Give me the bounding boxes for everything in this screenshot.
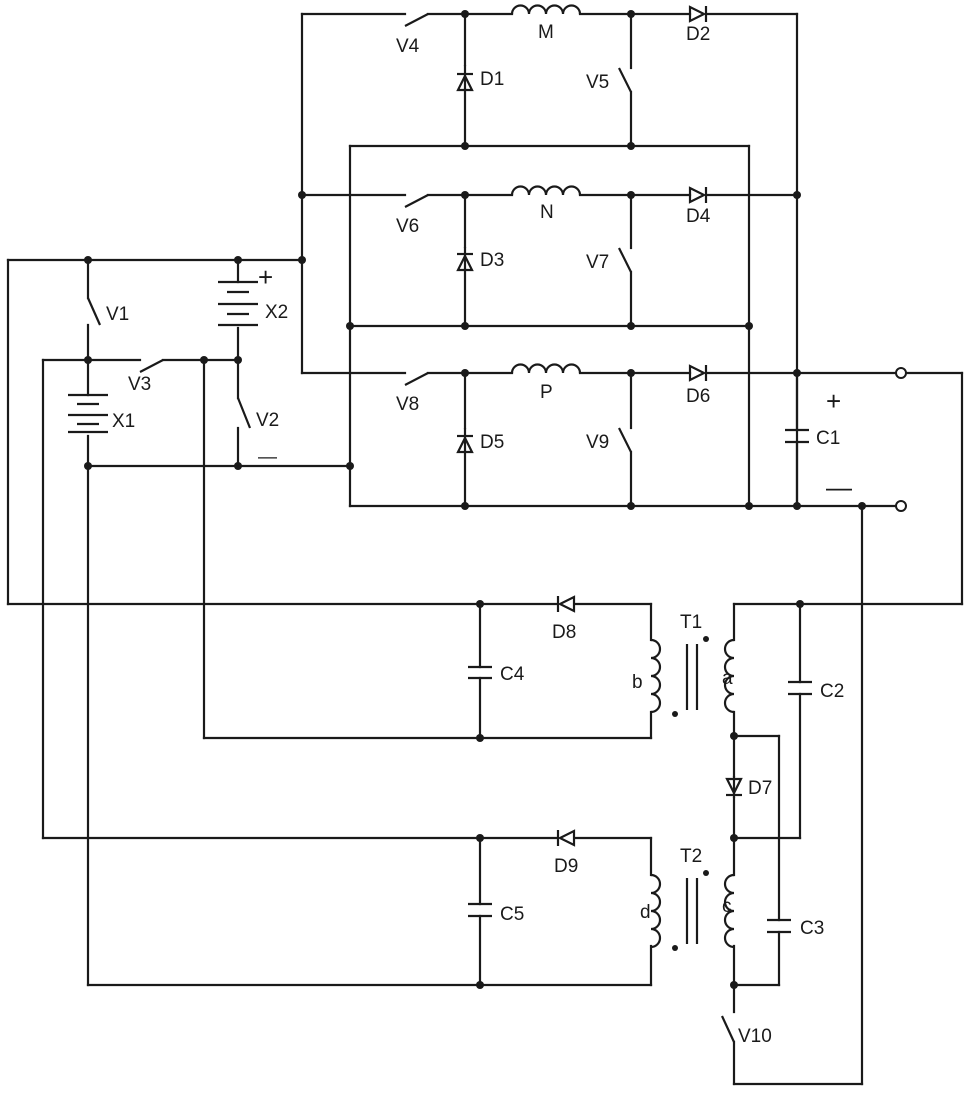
label-d6: D6: [686, 386, 710, 407]
label-a: a: [722, 668, 733, 689]
capacitor-c5: [468, 904, 492, 916]
output-terminal-negative: [896, 501, 906, 511]
winding-d: [651, 875, 660, 947]
inductors: [512, 6, 580, 374]
label-v7: V7: [586, 252, 609, 273]
label-b: b: [632, 672, 643, 693]
diodes: [457, 6, 742, 846]
capacitor-c4: [468, 667, 492, 678]
diode-d6: [690, 365, 706, 381]
label-x1: X1: [112, 411, 135, 432]
switch-v6: [405, 195, 428, 207]
capacitor-c3: [767, 920, 791, 932]
label-d3: D3: [480, 250, 504, 271]
label-c1: C1: [816, 428, 840, 449]
output-minus-sign: —: [826, 472, 852, 502]
batteries: [68, 282, 258, 432]
x2-plus-sign: +: [258, 262, 273, 292]
label-c5: C5: [500, 904, 524, 925]
polarity-dot-d: [672, 945, 678, 951]
label-v1: V1: [106, 304, 129, 325]
inductor-m: [512, 6, 580, 15]
polarity-dot-a: [703, 636, 709, 642]
label-d8: D8: [552, 622, 576, 643]
label-d7: D7: [748, 778, 772, 799]
polarity-dot-b: [672, 711, 678, 717]
x2-minus-sign: —: [258, 447, 277, 468]
label-c4: C4: [500, 664, 525, 685]
inductor-p: [512, 365, 580, 374]
winding-b: [651, 640, 660, 712]
label-c3: C3: [800, 918, 824, 939]
switch-v9: [619, 428, 631, 452]
diode-d5: [457, 428, 473, 452]
switch-v2: [238, 398, 250, 428]
label-d9: D9: [554, 856, 578, 877]
capacitor-c2: [788, 682, 812, 694]
diode-d3: [457, 247, 473, 270]
inductor-n: [512, 187, 580, 196]
switch-v3: [140, 360, 163, 372]
diode-d1: [457, 65, 473, 90]
switch-v8: [405, 373, 428, 385]
diode-d8: [558, 596, 574, 612]
output-plus-sign: +: [826, 386, 841, 416]
diode-d7: [726, 776, 742, 798]
label-d4: D4: [686, 206, 711, 227]
label-v3: V3: [128, 374, 151, 395]
label-c2: C2: [820, 681, 844, 702]
switch-v1: [88, 298, 100, 325]
switch-v10: [722, 1016, 734, 1042]
label-v10: V10: [738, 1026, 772, 1047]
label-v4: V4: [396, 36, 420, 57]
label-c: c: [722, 896, 732, 917]
label-p: P: [540, 382, 553, 403]
label-d: d: [640, 902, 651, 923]
label-d5: D5: [480, 432, 504, 453]
label-m: M: [538, 22, 554, 43]
switch-v5: [619, 68, 631, 92]
diode-d4: [690, 187, 706, 203]
label-v5: V5: [586, 72, 609, 93]
label-d1: D1: [480, 69, 504, 90]
label-d2: D2: [686, 24, 710, 45]
label-v9: V9: [586, 432, 609, 453]
battery-x2: [218, 282, 258, 325]
switch-v7: [619, 248, 631, 272]
switches: [88, 14, 734, 1042]
polarity-dot-c: [703, 870, 709, 876]
label-v2: V2: [256, 410, 279, 431]
label-v6: V6: [396, 216, 419, 237]
label-x2: X2: [265, 302, 288, 323]
battery-x1: [68, 395, 108, 432]
label-t1: T1: [680, 612, 702, 633]
diode-d9: [558, 830, 574, 846]
label-v8: V8: [396, 394, 419, 415]
diode-d2: [690, 6, 706, 22]
label-n: N: [540, 202, 554, 223]
switch-v4: [405, 14, 428, 26]
label-t2: T2: [680, 846, 702, 867]
output-terminal-positive: [896, 368, 906, 378]
